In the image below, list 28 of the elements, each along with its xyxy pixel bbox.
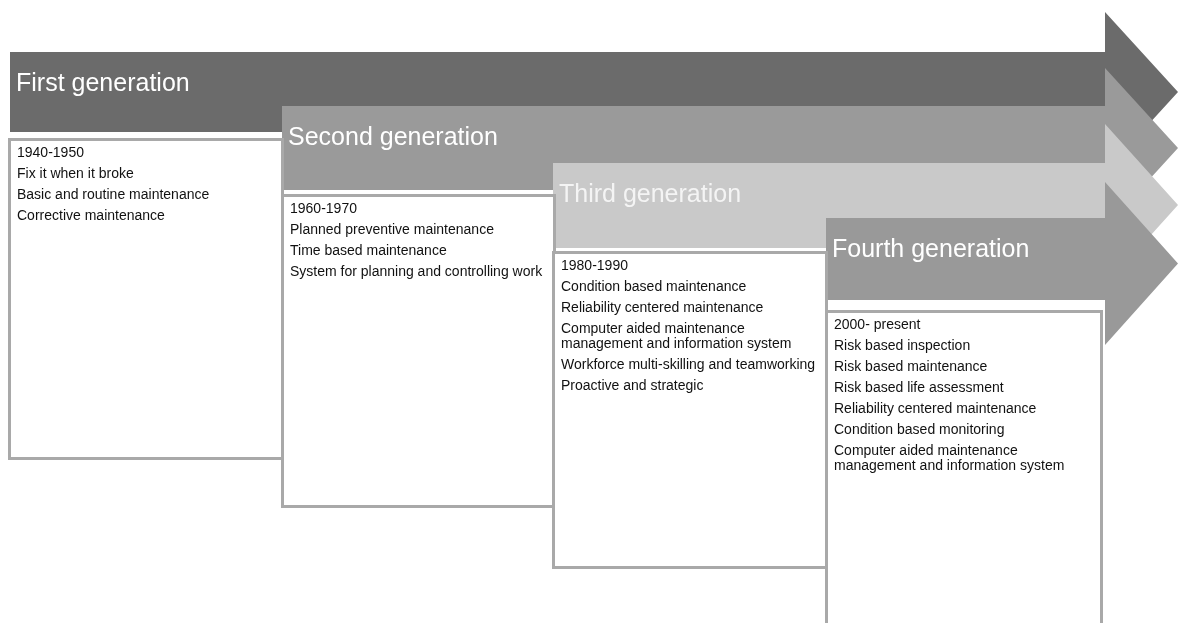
list-box [8,138,284,460]
list-item: Reliability centered maintenance [834,401,1038,416]
list-item: Computer aided maintenance management and information system [834,443,1066,473]
list-item: Corrective maintenance [17,208,166,223]
period-text: 2000- present [834,317,922,332]
list-item: Condition based maintenance [561,279,748,294]
list-item: Fix it when it broke [17,166,135,181]
period-text: 1940-1950 [17,145,85,160]
list-box [281,194,556,508]
band-title: Second generation [288,122,498,151]
list-item: Risk based inspection [834,338,972,353]
list-item: Basic and routine maintenance [17,187,211,202]
list-item: Computer aided maintenance management and information system [561,321,793,351]
list-item: Workforce multi-skilling and teamworking [561,357,817,372]
band-title: First generation [16,68,190,97]
list-item: Condition based monitoring [834,422,1006,437]
period-text: 1980-1990 [561,258,629,273]
list-item: System for planning and controlling work [290,264,544,279]
list-box [825,310,1103,623]
list-box [552,251,828,569]
band-title: Fourth generation [832,234,1030,263]
list-item: Reliability centered maintenance [561,300,765,315]
list-item: Risk based maintenance [834,359,989,374]
list-item: Proactive and strategic [561,378,705,393]
list-item: Risk based life assessment [834,380,1005,395]
list-item: Planned preventive maintenance [290,222,495,237]
list-item: Time based maintenance [290,243,448,258]
period-text: 1960-1970 [290,201,358,216]
